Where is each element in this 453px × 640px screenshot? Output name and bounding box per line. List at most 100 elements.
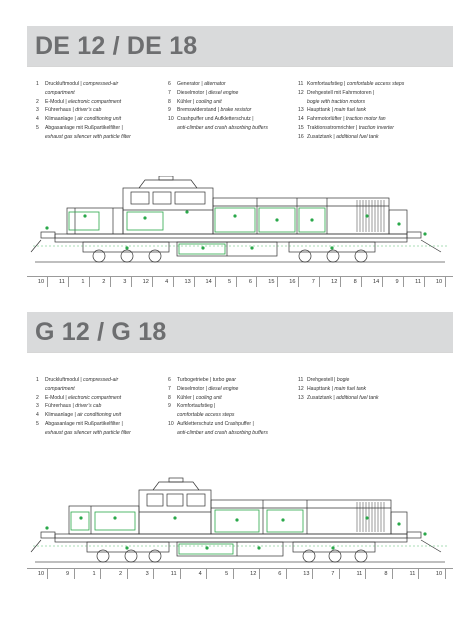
scale-tick — [312, 569, 314, 579]
scale-tick — [361, 277, 363, 287]
legend-item-text: Komfortaufstieg | comfortable access ste… — [307, 80, 404, 89]
scale-label: 10 — [435, 279, 443, 285]
legend-item-english: driver’s cab — [75, 107, 102, 114]
legend-item-number: 12 — [298, 89, 304, 96]
legend-item-german: Komfortaufstieg | — [307, 81, 347, 87]
legend-item-german: Dieselmotor | — [177, 385, 209, 392]
legend-item-text: Haupttank | main fuel tank — [307, 385, 366, 394]
legend-item: anti-climber and crash absorbing buffers — [168, 124, 268, 133]
scale-label: 9 — [395, 279, 399, 285]
legend-item-text: compartment — [45, 385, 75, 394]
legend-item-english: turbo gear — [212, 377, 236, 383]
locomotive-diagram-g — [30, 477, 447, 563]
legend-item-english: compartment — [45, 89, 75, 96]
scale-tick — [214, 277, 216, 287]
legend-item-english: main fuel tank — [334, 385, 367, 392]
legend-item-number: 5 — [36, 124, 39, 131]
legend-item-text: exhaust gas silencer with particle filte… — [45, 429, 131, 438]
scale-tick — [285, 569, 287, 579]
legend-item-text: Führerhaus | driver’s cab — [45, 106, 101, 115]
legend-item-text: Zusatztank | additional fuel tank — [307, 394, 379, 403]
legend-item-english: additional fuel tank — [336, 394, 379, 401]
legend-item-text: Dieselmotor | diesel engine — [177, 385, 238, 394]
legend-item-german: Druckluftmodul | — [45, 377, 84, 383]
legend-item-text: Drehgestell | bogie — [307, 376, 349, 385]
legend-item: exhaust gas silencer with particle filte… — [36, 429, 131, 438]
scale-label: 11 — [415, 279, 421, 285]
legend-item: 9 Komfortaufstieg | — [168, 402, 268, 411]
legend-item-text: anti-climber and crash absorbing buffers — [177, 124, 268, 133]
legend-item: 3 Führerhaus | driver’s cab — [36, 106, 131, 115]
scale-label: 15 — [268, 279, 275, 285]
legend-item-number: 12 — [298, 385, 304, 392]
legend-item-text: Kühler | cooling unit — [177, 394, 222, 403]
legend-item-text: Dieselmotor | diesel engine — [177, 89, 238, 98]
legend-item-german: E-Modul | — [45, 98, 69, 105]
scale-tick — [277, 277, 279, 287]
scale-tick — [256, 277, 258, 287]
scale-tick — [130, 277, 132, 287]
legend-item-english: comfortable access steps — [177, 412, 235, 419]
legend-item-number: 3 — [36, 107, 39, 114]
legend-item-german: Haupttank | — [307, 107, 335, 114]
legend-item-text: E-Modul | electronic compartment — [45, 98, 121, 107]
scale-tick — [88, 277, 90, 287]
legend-item-english: electronic compartment — [68, 98, 122, 105]
scale-label: 5 — [225, 571, 229, 577]
legend-item-number: 4 — [36, 116, 39, 123]
legend-item-english: compressed-air — [83, 377, 119, 383]
legend-item-german: Generator | — [177, 81, 205, 87]
legend-item-number — [168, 411, 177, 420]
scale-label: 14 — [205, 279, 212, 285]
scale-tick — [109, 277, 111, 287]
legend-item-english: cooling unit — [195, 98, 222, 105]
legend-item-german: Crashpuffer und Aufkletterschutz | — [177, 116, 254, 123]
legend-item-english: compartment — [45, 385, 75, 392]
section-divider — [27, 66, 453, 68]
legend-item-english: driver’s cab — [75, 403, 102, 410]
legend-item-english: cooling unit — [195, 394, 222, 401]
legend-item-text: Druckluftmodul | compressed-air — [45, 376, 118, 385]
legend-item: comfortable access steps — [168, 411, 268, 420]
legend-item-text: bogie with traction motors — [307, 98, 365, 107]
scale-label: 2 — [119, 571, 123, 577]
legend-item-english: electronic compartment — [68, 394, 122, 401]
legend-item-english: alternator — [204, 81, 226, 87]
scale-tick — [47, 277, 48, 287]
legend-item-number: 8 — [168, 394, 171, 401]
legend-item-german: Komfortaufstieg | — [177, 403, 216, 410]
scale-label: 10 — [37, 571, 45, 577]
scale-label: 13 — [184, 279, 191, 285]
scale-label: 1 — [92, 571, 96, 577]
legend-item-number: 2 — [36, 394, 39, 401]
legend-item-number: 15 — [298, 124, 304, 131]
scale-label: 2 — [102, 279, 106, 285]
legend-item-number: 6 — [168, 377, 171, 383]
legend-item-number: 1 — [36, 81, 39, 87]
section-title: G 12 / G 18 — [35, 318, 167, 346]
legend-item-english: anti-climber and crash absorbing buffers — [177, 124, 268, 131]
legend-item-number: 9 — [168, 403, 171, 410]
scale-tick — [235, 277, 237, 287]
legend-item-german: Aufkletterschutz und Crashpuffer | — [177, 420, 254, 427]
legend-item-text: Bremswiderstand | brake resistor — [177, 106, 251, 115]
scale-label: 3 — [123, 279, 127, 285]
scale-label: 12 — [142, 279, 149, 285]
legend-item-number — [36, 133, 45, 142]
legend-item-english: air conditioning unit — [77, 116, 122, 123]
